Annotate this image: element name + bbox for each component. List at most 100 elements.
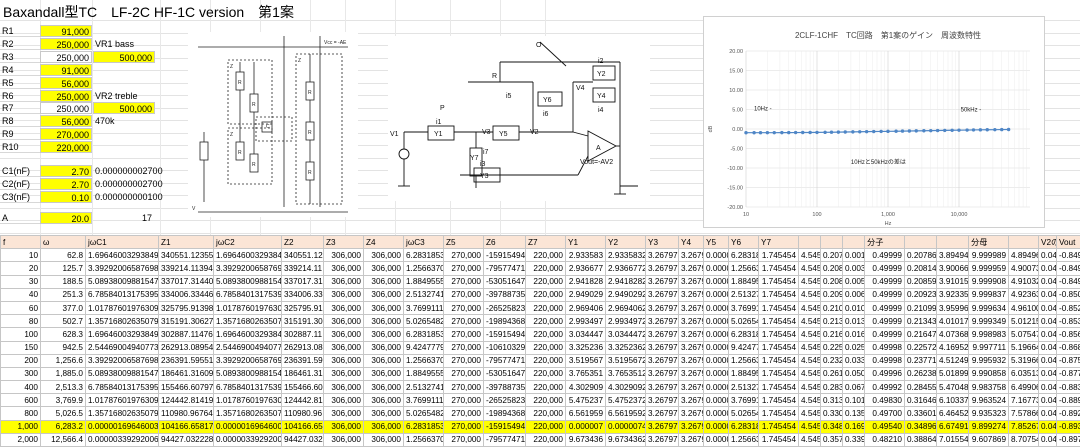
table-cell[interactable]: 6.78584013175395 [86,288,159,301]
table-cell[interactable]: 0.042 [1039,262,1057,275]
table-cell[interactable]: 5.01899 [937,367,969,380]
table-cell[interactable]: 2.54469004940773 [86,341,159,354]
table-cell[interactable]: 20 [1,262,41,275]
table-cell[interactable]: 220,000 [526,262,566,275]
table-cell[interactable]: 0.00000 [704,301,729,314]
table-cell[interactable]: 0.2134 [821,315,843,328]
table-cell[interactable]: 9.999837 [969,288,1009,301]
param-value-cell[interactable]: 250,000 [40,51,92,63]
table-cell[interactable]: 6.561959 [566,407,606,420]
table-cell[interactable]: 0.49996 [865,367,905,380]
table-cell[interactable]: 306,000 [324,433,364,446]
table-cell[interactable]: 94427.03222890 [159,433,214,446]
table-cell[interactable]: 12,566.4 [41,433,86,446]
table-cell[interactable]: 4.5454 [799,288,821,301]
table-cell[interactable]: 4.5454 [799,275,821,288]
table-cell[interactable]: 4.5454 [799,433,821,446]
table-cell[interactable]: 6.78584013175395 [86,381,159,394]
table-cell[interactable]: 2.949029 [566,288,606,301]
table-cell[interactable]: 2.5132741 [729,288,759,301]
table-cell[interactable]: 7.167739 [1009,394,1039,407]
column-header[interactable]: Z2 [282,236,324,249]
table-cell[interactable]: 220,000 [526,407,566,420]
table-cell[interactable]: 0.042 [1039,275,1057,288]
table-cell[interactable]: 155466.60 [282,381,324,394]
table-cell[interactable]: 0.21099666 [905,301,937,314]
table-cell[interactable]: -0.877 [1057,367,1080,380]
table-cell[interactable]: 1.745454 [759,249,799,262]
table-cell[interactable]: 334006.33 [282,288,324,301]
table-cell[interactable]: 270,000 [444,407,484,420]
table-cell[interactable]: 0.49999 [865,315,905,328]
table-cell[interactable]: 306,000 [324,381,364,394]
table-cell[interactable]: 9.673436 [566,433,606,446]
table-cell[interactable]: 3.7653512 [606,367,646,380]
table-cell[interactable]: 1.745454 [759,354,799,367]
table-cell[interactable]: 339214.11 [282,262,324,275]
table-cell[interactable]: 5.196648 [1009,341,1039,354]
table-cell[interactable]: 2.969406 [566,301,606,314]
table-cell[interactable]: 186461.31 [282,367,324,380]
table-cell[interactable]: 4.900739 [1009,262,1039,275]
table-cell[interactable]: 0.042 [1039,341,1057,354]
table-cell[interactable]: 4.961000 [1009,301,1039,314]
table-cell[interactable]: 800 [1,407,41,420]
table-cell[interactable]: 1.745454 [759,394,799,407]
table-cell[interactable]: 94427.032 [282,433,324,446]
table-cell[interactable]: 220,000 [526,315,566,328]
table-cell[interactable]: 0.2616 [821,367,843,380]
table-cell[interactable]: 1.745454 [759,367,799,380]
table-cell[interactable]: 0.042 [1039,354,1057,367]
table-cell[interactable]: 0.2092 [821,288,843,301]
table-cell[interactable]: 1.745454 [759,381,799,394]
table-cell[interactable]: 1,256.6 [41,354,86,367]
table-cell[interactable]: 4.5454 [799,354,821,367]
table-cell[interactable]: 270,000 [444,354,484,367]
column-header[interactable]: jωC2 [214,236,282,249]
table-cell[interactable]: 377.0 [41,301,86,314]
table-cell[interactable]: 3.39292006587698 [214,262,282,275]
table-cell[interactable]: 0.042 [1039,420,1057,433]
table-cell[interactable]: 4.894965 [1009,249,1039,262]
table-cell[interactable]: 0.49992 [865,381,905,394]
param-value-cell[interactable]: 250,000 [40,38,92,50]
table-cell[interactable]: 270,000 [444,275,484,288]
table-cell[interactable]: 5.075475 [1009,328,1039,341]
table-cell[interactable]: 0.20923599 [905,288,937,301]
table-cell[interactable]: 3.76991118 [404,394,444,407]
table-cell[interactable]: -0.897 [1057,433,1080,446]
table-cell[interactable]: 600 [1,394,41,407]
table-cell[interactable]: 0.49700 [865,407,905,420]
table-cell[interactable]: 104166.6581720 [159,420,214,433]
circuit-schematic-image[interactable]: RR RR RRR ZZZ C Vcc = -AE V [188,32,358,217]
table-cell[interactable]: 3.2679 [679,354,704,367]
param-value-cell[interactable]: 250,000 [40,102,92,114]
table-cell[interactable]: 1,885.0 [41,367,86,380]
table-cell[interactable]: 0.13571 [843,407,865,420]
table-cell[interactable]: 220,000 [526,381,566,394]
table-cell[interactable]: 1.2566370 [729,433,759,446]
table-cell[interactable]: 9.607869 [969,433,1009,446]
table-cell[interactable]: 9.42477796 [404,341,444,354]
table-cell[interactable]: 1.35716802635079 [86,315,159,328]
table-cell[interactable]: 0.48210 [865,433,905,446]
table-cell[interactable]: 0.00000 [704,407,729,420]
table-cell[interactable]: 1.69646003293849 [86,249,159,262]
table-cell[interactable]: 1.25663706 [404,433,444,446]
column-header[interactable]: Z5 [444,236,484,249]
table-cell[interactable]: 0.2109 [821,301,843,314]
table-cell[interactable]: 6,283.2 [41,420,86,433]
table-cell[interactable]: 0.23771403 [905,354,937,367]
table-cell[interactable]: 270,000 [444,288,484,301]
table-cell[interactable]: -0.849 [1057,275,1080,288]
table-cell[interactable]: 306,000 [324,341,364,354]
table-cell[interactable]: 0.33929 [843,433,865,446]
table-cell[interactable]: 3.2679 [679,275,704,288]
table-cell[interactable]: 3.2679 [679,407,704,420]
